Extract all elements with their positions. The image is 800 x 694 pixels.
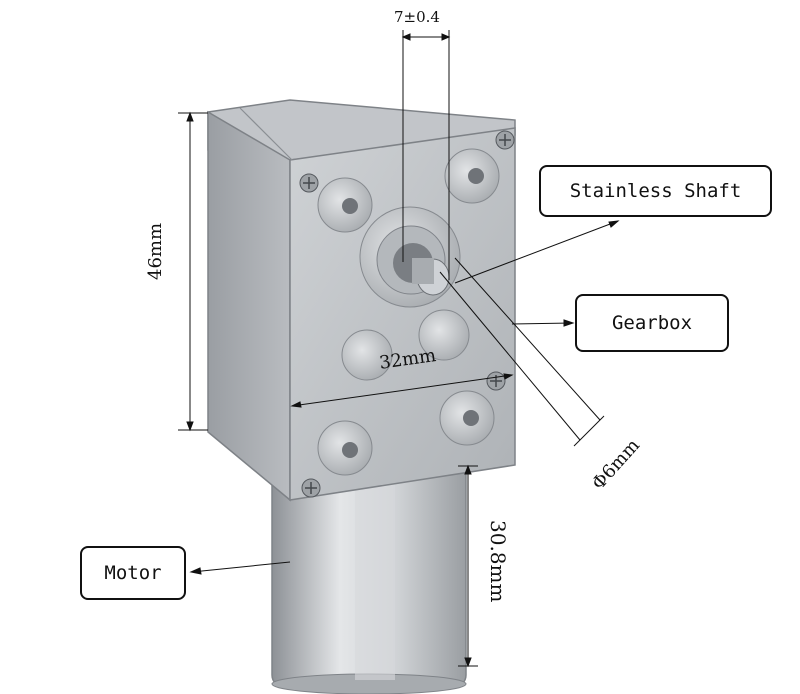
boss-bottom-right: [439, 390, 495, 446]
dimension-shaft-offset: 7±0.4: [394, 8, 440, 26]
boss-mid-left: [341, 329, 393, 381]
motor-body: [271, 461, 467, 694]
callout-stainless-shaft: Stainless Shaft: [539, 165, 772, 217]
boss-top-right: [444, 148, 500, 204]
screw-icon: [301, 478, 321, 498]
screw-icon: [495, 130, 515, 150]
output-shaft: [359, 206, 461, 308]
dimension-height: 46mm: [145, 222, 166, 280]
mounting-bosses: [317, 148, 500, 476]
callout-gearbox: Gearbox: [575, 294, 729, 352]
motor-label: Motor: [104, 562, 162, 584]
screw-icon: [299, 173, 319, 193]
dimension-motor-diameter: 30.8mm: [486, 520, 510, 603]
screws: [299, 130, 515, 498]
boss-bottom-left: [317, 420, 373, 476]
dimension-lines: [178, 30, 605, 668]
stainless-shaft-label: Stainless Shaft: [569, 180, 742, 202]
callout-motor: Motor: [80, 546, 186, 600]
boss-top-left: [317, 177, 373, 233]
boss-mid-right: [418, 309, 470, 361]
callout-leaders: [189, 220, 620, 575]
screw-icon: [486, 371, 506, 391]
gearbox-label: Gearbox: [611, 312, 693, 334]
